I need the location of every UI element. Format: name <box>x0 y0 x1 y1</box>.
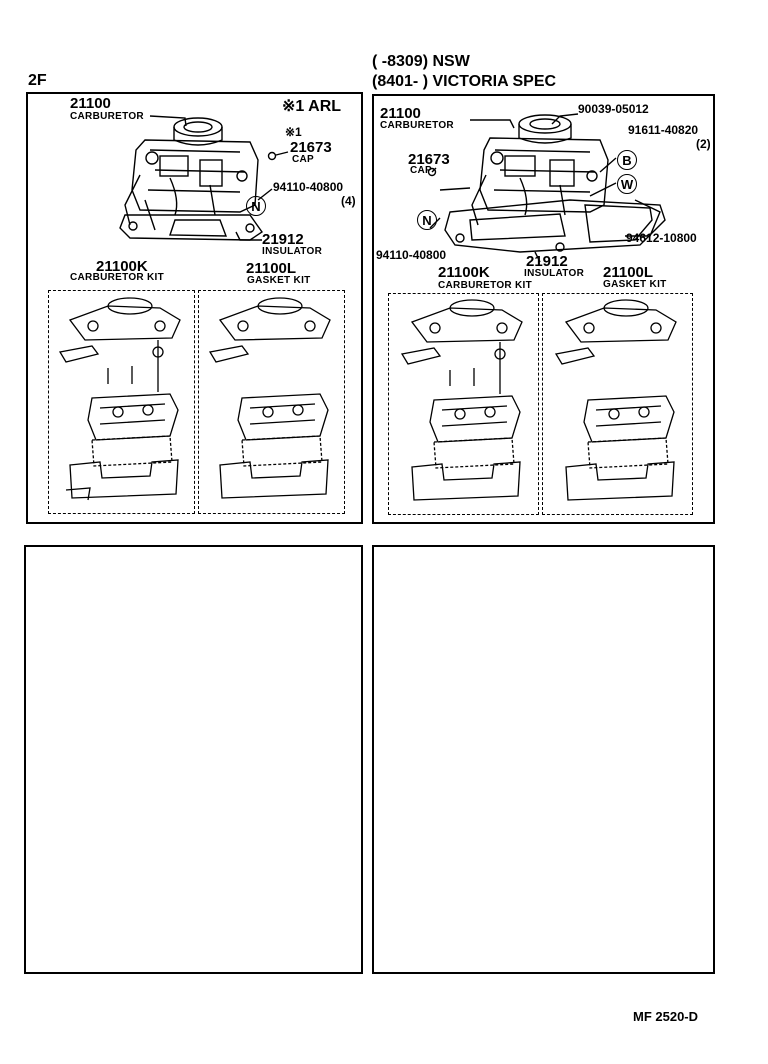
right-w-mark-icon: W <box>617 174 637 194</box>
right-bolt-number: 90039-05012 <box>578 102 649 116</box>
left-note-1: ※1 <box>285 125 302 139</box>
left-insulator-label: INSULATOR <box>262 246 323 257</box>
kit-box-left-gasket <box>198 290 345 514</box>
right-insulator-label: INSULATOR <box>524 268 585 279</box>
left-insulator-number: 21912 <box>262 231 304 248</box>
right-kit1-number: 21100K <box>438 264 490 281</box>
range-victoria: (8401- ) VICTORIA SPEC <box>372 73 557 90</box>
left-nut-qty: (4) <box>341 194 356 208</box>
left-carburetor-number: 21100 <box>70 95 111 112</box>
panel-bottom-right <box>372 545 715 974</box>
right-kit1-label: CARBURETOR KIT <box>438 280 533 291</box>
right-carburetor-kit-drawing <box>400 299 523 501</box>
kit-box-right-carburetor <box>388 293 539 515</box>
kit-box-left-carburetor <box>48 290 195 514</box>
arl-note: ※1 ARL <box>282 98 342 115</box>
right-cap-label: CAP <box>410 165 433 176</box>
right-b-mark-icon: B <box>617 150 637 170</box>
right-cap-number: 21673 <box>408 151 450 168</box>
left-cap-label: CAP <box>292 154 315 165</box>
right-carburetor-number: 21100 <box>380 105 421 122</box>
left-gasket-kit-drawing <box>208 297 331 499</box>
right-b-qty: (2) <box>696 137 711 151</box>
right-b-number: 91611-40820 <box>628 123 699 137</box>
footer-code: MF 2520-D <box>633 1009 699 1024</box>
left-kit2-label: GASKET KIT <box>247 275 311 286</box>
left-kit1-label: CARBURETOR KIT <box>70 272 165 283</box>
engine-code: 2F <box>28 72 47 89</box>
right-gasket-kit-drawing <box>554 299 677 501</box>
panel-top-left <box>26 92 363 524</box>
range-nsw: ( -8309) NSW <box>372 53 470 70</box>
panel-bottom-left <box>24 545 363 974</box>
right-kit2-number: 21100L <box>603 264 654 281</box>
right-nut-number: 94110-40800 <box>376 248 447 262</box>
left-cap-number: 21673 <box>290 139 332 156</box>
left-kit1-number: 21100K <box>96 258 148 275</box>
kit-box-right-gasket <box>542 293 693 515</box>
left-nut-number: 94110-40800 <box>273 180 344 194</box>
left-kit2-number: 21100L <box>246 260 297 277</box>
right-insulator-number: 21912 <box>526 253 568 270</box>
right-kit2-label: GASKET KIT <box>603 279 667 290</box>
panel-top-right <box>372 94 715 524</box>
left-carburetor-label: CARBURETOR <box>70 111 144 122</box>
right-carburetor-label: CARBURETOR <box>380 120 454 131</box>
right-nut-mark-icon: N <box>417 210 437 230</box>
